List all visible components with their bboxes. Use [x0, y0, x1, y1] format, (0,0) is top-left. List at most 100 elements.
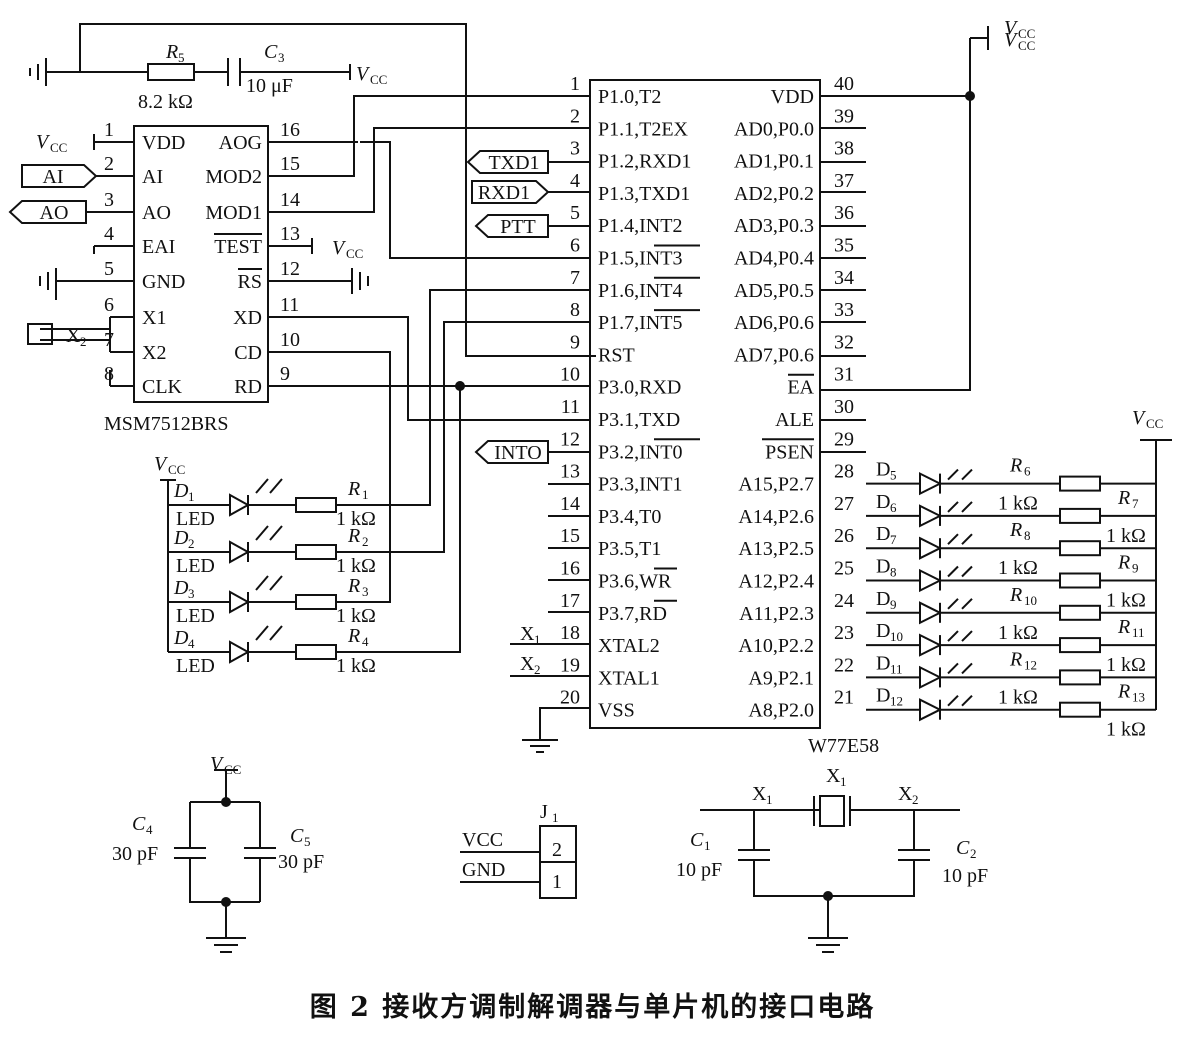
led-name-subscript: 10: [890, 629, 903, 644]
x1-label: X: [826, 765, 841, 787]
mcu-pin-number: 13: [560, 461, 580, 483]
figure-caption: 图 2 接收方调制解调器与单片机的接口电路: [309, 992, 876, 1023]
led-name: D: [173, 577, 189, 599]
modem-pin-name: MOD2: [205, 166, 262, 188]
mcu-pin-number: 34: [834, 267, 854, 289]
light-ray: [255, 525, 269, 541]
mcu-pin-name: P1.1,T2EX: [598, 118, 689, 140]
mcu-x2-subscript: 2: [534, 662, 541, 677]
resistor-body: [1059, 669, 1101, 686]
resistor-name: R: [1117, 616, 1130, 638]
mcu-pin-number: 11: [561, 396, 580, 418]
mcu-pin-number: 9: [570, 331, 580, 353]
j1-gnd-label: GND: [462, 859, 505, 881]
vcc-led-right-subscript: CC: [1146, 416, 1163, 431]
modem-pin-name: RS: [238, 271, 262, 293]
vcc-led-left-label: V: [154, 453, 169, 475]
mcu-pin-name: XTAL2: [598, 635, 660, 657]
resistor-name-subscript: 2: [362, 534, 369, 549]
modem-pin-name: CD: [234, 342, 262, 364]
resistor-name: R: [1009, 519, 1022, 541]
vcc-modem-label: V: [36, 131, 51, 153]
resistor-body: [1059, 637, 1101, 654]
mcu-pin-name: A12,P2.4: [738, 571, 814, 593]
led-name: D: [876, 588, 890, 610]
x2-subscript: 2: [80, 334, 87, 349]
mcu-pin-number: 19: [560, 654, 580, 676]
light-ray: [961, 662, 973, 675]
light-ray: [947, 565, 959, 578]
mcu-x1-label: X: [520, 623, 535, 645]
modem-pin-number: 1: [104, 119, 114, 141]
mcu-pin-number: 3: [570, 138, 580, 160]
modem-pin-number: 7: [104, 329, 114, 351]
modem-pin-number: 6: [104, 294, 114, 316]
x1-subscript: 1: [840, 774, 847, 789]
light-ray: [947, 694, 959, 707]
mcu-pin-name: P1.5,INT3: [598, 248, 682, 270]
resistor-name-subscript: 4: [362, 634, 369, 649]
led-type-label: LED: [176, 655, 215, 677]
led-name: D: [876, 491, 890, 513]
resistor-name-subscript: 9: [1132, 561, 1139, 576]
junction-dot: [823, 891, 833, 901]
mcu-pin-number: 18: [560, 622, 580, 644]
r5-value: 8.2 kΩ: [138, 91, 193, 113]
modem-pin-name: AOG: [219, 132, 262, 154]
modem-pin-number: 4: [104, 223, 114, 245]
resistor-body: [1059, 507, 1101, 524]
resistor-name-subscript: 3: [362, 584, 369, 599]
mcu-pin-number: 39: [834, 105, 854, 127]
led-triangle: [919, 665, 943, 690]
c2-value: 10 pF: [942, 865, 988, 887]
vcc-led-right-label: V: [1132, 407, 1147, 429]
xtal-x1-label: X: [752, 783, 767, 805]
port-flag-shape: [466, 150, 549, 174]
vcc-c3-subscript: CC: [370, 72, 387, 87]
junction-dot: [221, 897, 231, 907]
mcu-pin-number: 37: [834, 170, 854, 192]
led-name: D: [876, 620, 890, 642]
vcc-bottom-subscript: CC: [224, 762, 241, 777]
mcu-pin-name: AD4,P0.4: [734, 248, 814, 270]
vcc-top-right-subscript: CC: [1018, 26, 1035, 41]
resistor-name-subscript: 13: [1132, 690, 1145, 705]
modem-chip-name: MSM7512BRS: [104, 413, 229, 435]
c5-value: 30 pF: [278, 851, 324, 873]
modem-pin-name: AI: [142, 166, 163, 188]
mcu-pin-number: 29: [834, 428, 854, 450]
led-name-subscript: 7: [890, 532, 897, 547]
c3-value: 10 μF: [246, 75, 293, 97]
resistor-value: 1 kΩ: [998, 622, 1038, 644]
mcu-pin-name: A14,P2.6: [738, 506, 814, 528]
led-name-subscript: 4: [188, 636, 195, 651]
modem-pin-name: EAI: [142, 236, 175, 258]
mcu-pin-name: AD1,P0.1: [734, 151, 814, 173]
light-ray: [947, 533, 959, 545]
j1-label: J: [540, 801, 548, 823]
resistor-name: R: [1117, 487, 1130, 509]
resistor-name-subscript: 1: [362, 487, 369, 502]
mcu-pin-name: P3.4,T0: [598, 506, 661, 528]
led-triangle: [229, 590, 251, 614]
mcu-pin-number: 8: [570, 299, 580, 321]
mcu-pin-name: P1.7,INT5: [598, 312, 682, 334]
vcc-bottom-label: V: [210, 753, 225, 775]
light-ray: [947, 662, 959, 675]
xtal-x1-subscript: 1: [766, 792, 773, 807]
modem-pin-number: 10: [280, 329, 300, 351]
mcu-pin-name: A13,P2.5: [738, 538, 814, 560]
resistor-value: 1 kΩ: [336, 655, 376, 677]
mcu-pin-number: 14: [560, 493, 580, 515]
led-type-label: LED: [176, 605, 215, 627]
resistor-name-subscript: 7: [1132, 496, 1139, 511]
light-ray: [961, 694, 973, 707]
modem-pin-name: RD: [234, 376, 262, 398]
resistor-value: 1 kΩ: [998, 686, 1038, 708]
light-ray: [961, 630, 973, 642]
mcu-pin-number: 7: [570, 267, 580, 289]
vcc-test-label: V: [332, 237, 347, 259]
mcu-pin-name: P3.6,WR: [598, 571, 672, 593]
vcc-led-left-subscript: CC: [168, 462, 185, 477]
led-name-subscript: 12: [890, 694, 903, 709]
